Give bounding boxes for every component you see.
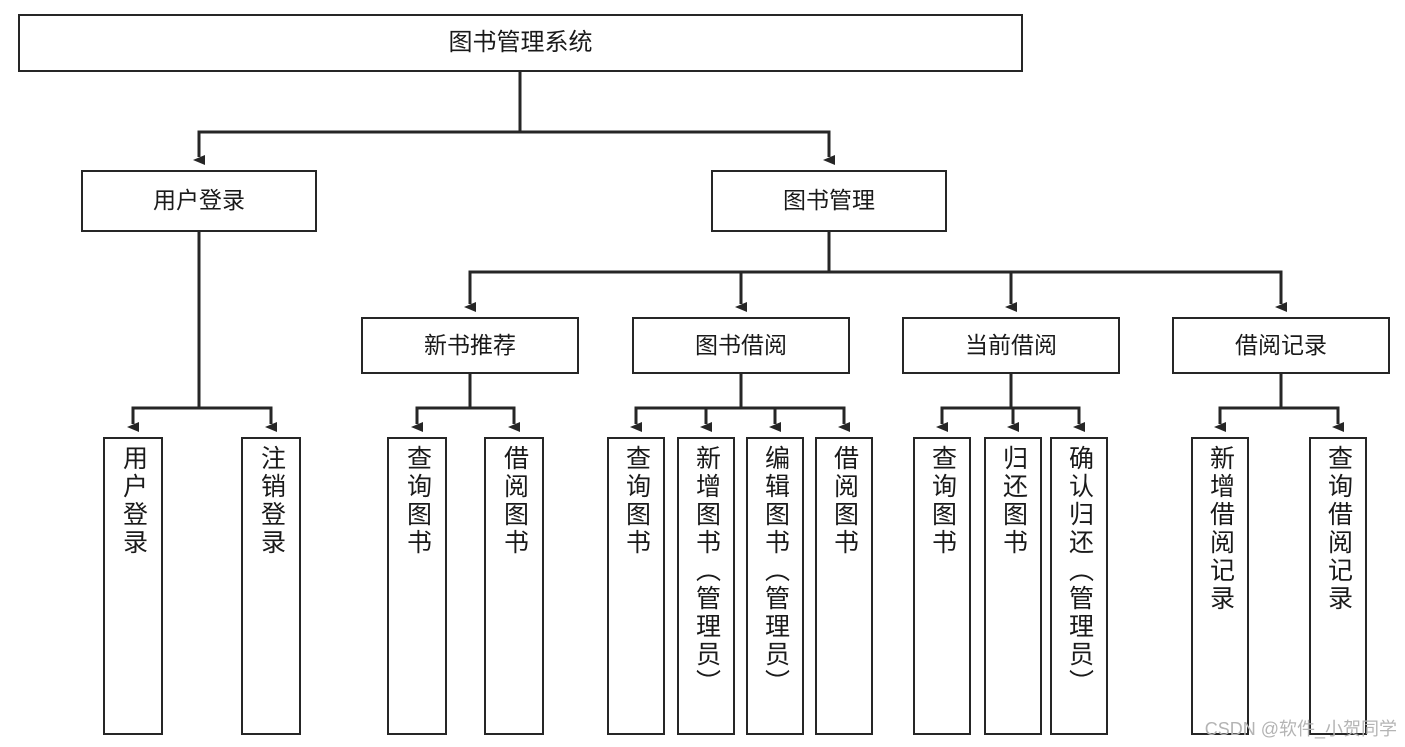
node-leaf-add-record[interactable]: 新增借阅记录 — [1191, 437, 1249, 735]
node-leaf-query-book-borrow-label: 查询图书 — [622, 445, 651, 557]
node-leaf-borrow-book[interactable]: 借阅图书 — [815, 437, 873, 735]
node-current-borrow[interactable]: 当前借阅 — [902, 317, 1120, 374]
node-book-borrow-label: 图书借阅 — [695, 331, 787, 358]
node-leaf-edit-book-label: 编辑图书（管理员） — [761, 445, 790, 697]
csdn-watermark: CSDN @软件_小贺同学 — [1204, 719, 1397, 739]
node-leaf-user-login[interactable]: 用户登录 — [103, 437, 163, 735]
node-leaf-query-record-label: 查询借阅记录 — [1324, 445, 1353, 613]
node-leaf-query-book-current-label: 查询图书 — [928, 445, 957, 557]
node-leaf-borrow-book-rec[interactable]: 借阅图书 — [484, 437, 544, 735]
node-leaf-edit-book[interactable]: 编辑图书（管理员） — [746, 437, 804, 735]
node-leaf-return-book[interactable]: 归还图书 — [984, 437, 1042, 735]
node-leaf-return-book-label: 归还图书 — [999, 445, 1028, 557]
node-leaf-add-record-label: 新增借阅记录 — [1206, 445, 1235, 613]
node-leaf-query-book-rec-label: 查询图书 — [403, 445, 432, 557]
node-leaf-logout-label: 注销登录 — [257, 445, 286, 557]
node-user-login[interactable]: 用户登录 — [81, 170, 317, 232]
node-leaf-borrow-book-label: 借阅图书 — [830, 445, 859, 557]
node-new-book-rec[interactable]: 新书推荐 — [361, 317, 579, 374]
node-leaf-query-book-borrow[interactable]: 查询图书 — [607, 437, 665, 735]
node-leaf-confirm-return-label: 确认归还（管理员） — [1065, 445, 1094, 697]
node-leaf-query-record[interactable]: 查询借阅记录 — [1309, 437, 1367, 735]
node-borrow-record[interactable]: 借阅记录 — [1172, 317, 1390, 374]
node-new-book-rec-label: 新书推荐 — [424, 331, 516, 358]
node-leaf-query-book-current[interactable]: 查询图书 — [913, 437, 971, 735]
node-leaf-logout[interactable]: 注销登录 — [241, 437, 301, 735]
node-root[interactable]: 图书管理系统 — [18, 14, 1023, 72]
node-book-manage-label: 图书管理 — [783, 187, 875, 214]
node-leaf-add-book[interactable]: 新增图书（管理员） — [677, 437, 735, 735]
node-book-borrow[interactable]: 图书借阅 — [632, 317, 850, 374]
node-leaf-user-login-label: 用户登录 — [119, 445, 148, 557]
node-borrow-record-label: 借阅记录 — [1235, 331, 1327, 358]
node-leaf-borrow-book-rec-label: 借阅图书 — [500, 445, 529, 557]
node-leaf-add-book-label: 新增图书（管理员） — [692, 445, 721, 697]
node-leaf-confirm-return[interactable]: 确认归还（管理员） — [1050, 437, 1108, 735]
node-current-borrow-label: 当前借阅 — [965, 331, 1057, 358]
node-root-label: 图书管理系统 — [448, 28, 593, 56]
node-user-login-label: 用户登录 — [153, 187, 245, 214]
node-book-manage[interactable]: 图书管理 — [711, 170, 947, 232]
node-leaf-query-book-rec[interactable]: 查询图书 — [387, 437, 447, 735]
